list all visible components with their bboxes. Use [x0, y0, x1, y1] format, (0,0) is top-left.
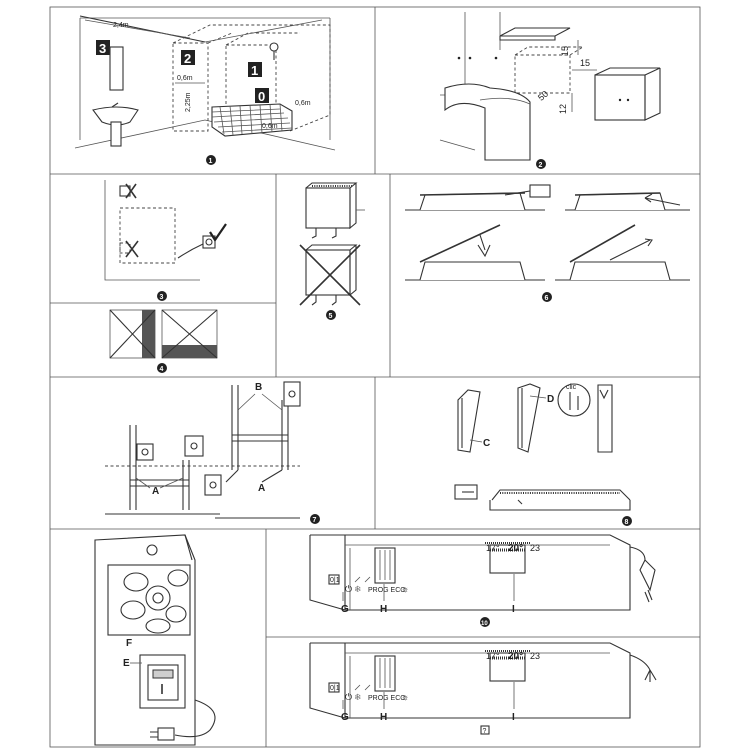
zone-3-label: 3	[99, 41, 106, 56]
panel-6-bracket-removal: 6	[405, 184, 690, 302]
label-a-right: A	[258, 483, 265, 494]
panel-11-control-panel-wired: 0|1 17° 20° 23 ⏻ ❄ PROG ECO ☼ G H I ?	[309, 642, 657, 735]
dim-front-clearance: 50	[536, 89, 550, 103]
panel-3-number: 3	[160, 294, 164, 301]
mode-labels: PROG ECO	[368, 587, 406, 594]
panel-10-control-panel-plug: 0|1 17° 20° 23 ⏻ ❄ PROG ECO ☼ G H I 10	[309, 534, 656, 627]
panel-4-do-not-cover: 4	[109, 309, 218, 373]
label-h: H	[380, 604, 387, 615]
sun-symbol: ☼	[401, 584, 409, 594]
panel-6-number: 6	[545, 295, 549, 302]
panel-7-number: 7	[313, 517, 317, 524]
label-a-left: A	[152, 486, 159, 497]
panel-4-number: 4	[160, 366, 164, 373]
panel-1-bathroom-zones: 2,4m 0,6m 2,25m 3 2 1 0 0,	[74, 15, 336, 165]
label-b: B	[255, 382, 262, 393]
g-switch-mark: 0|1	[330, 577, 340, 584]
label-g-2: G	[341, 712, 349, 723]
panel-10-number: 10	[481, 621, 488, 627]
dim-floor-clearance: 12	[558, 104, 568, 114]
power-symbol: ⏻ ❄	[345, 584, 361, 594]
bathtub	[211, 103, 293, 137]
mode-labels-2: PROG ECO	[368, 695, 406, 702]
power-symbol-2: ⏻ ❄	[345, 692, 361, 702]
dim-zone2-width: 0,6m	[177, 75, 193, 82]
dim-room-width: 2,4m	[113, 22, 129, 29]
zone-0-label: 0	[258, 89, 265, 104]
label-i-2: I	[512, 712, 515, 723]
dim-zone1-side: 0,6m	[295, 100, 311, 107]
panel-7-bracket-mounting: B A A 7	[105, 381, 320, 524]
label-d: D	[547, 394, 554, 405]
dim-top-clearance: 15	[560, 46, 570, 56]
dim-zone1-depth: 0,6m	[262, 123, 278, 130]
panel-2-clearances: 15 15 50 12 2	[439, 12, 661, 169]
temp-mid-2: 20°	[508, 651, 523, 662]
sun-symbol-2: ☼	[401, 692, 409, 702]
label-g: G	[341, 604, 349, 615]
panel-8-hanging-heater: C D clic 8	[454, 383, 632, 526]
temp-high-2: 23	[530, 651, 540, 661]
zone-2-label: 2	[184, 51, 191, 66]
panel-11-number: ?	[483, 728, 487, 735]
panel-1-number: 1	[209, 158, 213, 165]
label-i: I	[512, 604, 515, 615]
label-c: C	[483, 438, 490, 449]
label-e: E	[123, 658, 130, 669]
clic-label: clic	[566, 384, 577, 391]
panel-5-heater-upright: 5	[299, 182, 365, 320]
label-f: F	[126, 638, 132, 649]
dim-zone2-height: 2,25m	[185, 92, 192, 112]
zone-1-label: 1	[251, 63, 258, 78]
panel-9-control-closeup: F E	[94, 534, 216, 746]
panel-8-number: 8	[625, 519, 629, 526]
panel-5-number: 5	[329, 313, 333, 320]
temp-low: 17°	[486, 543, 500, 553]
label-h-2: H	[380, 712, 387, 723]
temp-high: 23	[530, 543, 540, 553]
dim-side-clearance: 15	[580, 58, 590, 68]
panel-2-number: 2	[539, 162, 543, 169]
panel-3-socket-position: 3	[104, 180, 227, 301]
temp-mid: 20°	[508, 543, 523, 554]
g-switch-mark-2: 0|1	[330, 685, 340, 692]
panel-borders	[49, 6, 701, 748]
temp-low-2: 17°	[486, 651, 500, 661]
